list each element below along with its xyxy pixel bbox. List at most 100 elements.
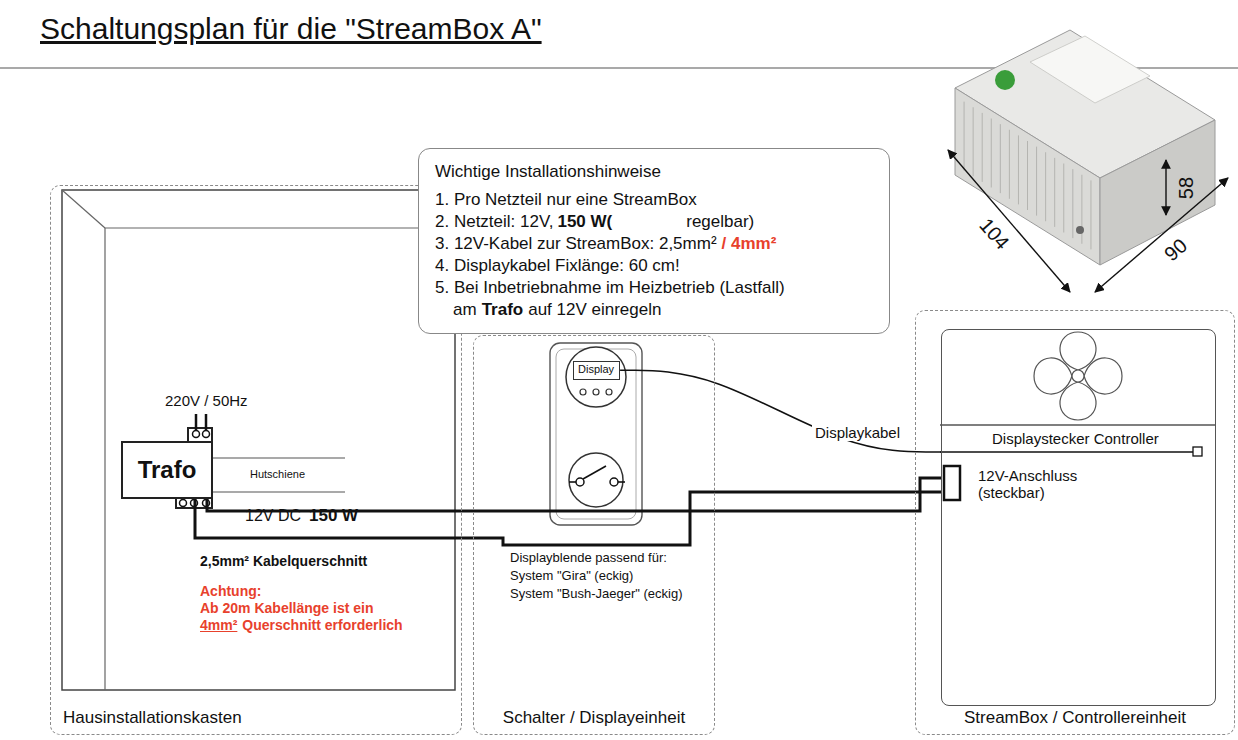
- page-title: Schaltungsplan für die "StreamBox A": [40, 12, 542, 46]
- note-line: am Trafoauf 12V einregeln: [435, 299, 875, 321]
- psu-sticker: [1030, 36, 1150, 103]
- mains-wire: [195, 414, 198, 432]
- note-text: 4. Displaykabel Fixlänge: 60 cm!: [435, 256, 680, 275]
- cabinet-outline: [62, 190, 455, 690]
- psu-side: [1100, 120, 1215, 265]
- psu-rib: [1090, 180, 1091, 249]
- switch-terminal: [576, 478, 584, 486]
- display-cable: [620, 370, 941, 452]
- dimension-label: 58: [1175, 177, 1198, 199]
- region-box: Schalter / Displayeinheit Display: [473, 335, 715, 735]
- note-text: / 4mm²: [722, 234, 777, 253]
- trafo-step: [188, 428, 212, 442]
- note-box: Wichtige Installationshinweise 1. Pro Net…: [418, 148, 890, 334]
- terminal: [193, 431, 200, 438]
- cabinet-inner: [105, 228, 455, 690]
- psu-rib: [1054, 158, 1055, 227]
- terminal: [203, 431, 210, 438]
- psu-rib: [1018, 135, 1019, 204]
- annotation: 12V DC: [245, 507, 301, 525]
- annotation: Ab 20m Kabellänge ist ein: [200, 600, 374, 616]
- psu-rib: [1072, 169, 1073, 238]
- power-wire: [195, 492, 941, 545]
- psu-rib: [991, 119, 992, 188]
- switch-lever: [583, 466, 606, 479]
- switch-contact: [569, 481, 576, 483]
- psu-rib: [1036, 147, 1037, 216]
- node-label: Trafo: [138, 456, 197, 484]
- cable-label: Displaykabel: [812, 424, 903, 441]
- dimension-arrow: [1165, 160, 1166, 215]
- controller-box: Displaystecker Controller 12V-Anschluss (…: [941, 329, 1216, 706]
- note-text: Trafo: [482, 300, 524, 319]
- note-line: 1. Pro Netzteil nur eine StreamBox: [435, 189, 875, 211]
- psu-rib: [973, 107, 974, 176]
- power-plug: [944, 466, 960, 500]
- display-box: Display: [573, 361, 620, 380]
- display-button: [593, 389, 599, 395]
- annotation: System "Gira" (eckig): [510, 569, 633, 584]
- region-box: StreamBox / ControllereinheitDisplaystec…: [915, 310, 1235, 735]
- psu-rib: [1045, 152, 1046, 221]
- node-label: 12V-Anschluss (steckbar): [978, 467, 1096, 502]
- note-text: 1. Pro Netzteil nur eine StreamBox: [435, 190, 697, 209]
- psu-rib: [982, 113, 983, 182]
- display-plug: [1193, 447, 1202, 456]
- fan-blade: [1084, 358, 1122, 394]
- note-text: 3. 12V-Kabel zur StreamBox: 2,5mm²: [435, 234, 717, 253]
- region-box: Hausinstallationskasten Trafo: [50, 185, 462, 735]
- annotation: 220V / 50Hz: [165, 392, 248, 409]
- node-label: StreamBox / Controllereinheit: [916, 708, 1234, 728]
- fan-hub: [1072, 370, 1084, 382]
- annotation: System "Bush-Jaeger" (eckig): [510, 587, 683, 602]
- annotation: Achtung:: [200, 583, 261, 599]
- note-text: 150 W(: [557, 212, 612, 231]
- dimension-label: 90: [1160, 234, 1192, 266]
- annotation: 150 W: [309, 506, 358, 526]
- note-text: 2. Netzteil: 12V,: [435, 212, 553, 231]
- display-button: [580, 389, 586, 395]
- switch-bezel: [569, 453, 623, 507]
- note-line: 4. Displaykabel Fixlänge: 60 cm!: [435, 255, 875, 277]
- note-text: regelbar): [686, 212, 754, 231]
- note-text: auf 12V einregeln: [528, 300, 661, 319]
- terminal: [180, 500, 187, 507]
- psu-rib: [964, 102, 965, 171]
- note-heading: Wichtige Installationshinweise: [435, 162, 661, 181]
- node-label: Display: [578, 363, 615, 376]
- switch-contact: [618, 481, 625, 483]
- annotation: 2,5mm² Kabelquerschnitt: [200, 553, 367, 569]
- annotation: Hutschiene: [250, 468, 305, 481]
- node-label: Hausinstallationskasten: [63, 708, 242, 728]
- power-supply-photo: [955, 30, 1215, 265]
- display-cable-inner: [940, 451, 1193, 453]
- note-text: 5. Bei Inbetriebnahme im Heizbetrieb (La…: [435, 278, 785, 297]
- fan-symbol: [1034, 332, 1122, 420]
- note-line: Wichtige Installationshinweise: [435, 161, 875, 183]
- note-line: 5. Bei Inbetriebnahme im Heizbetrieb (La…: [435, 277, 875, 299]
- psu-led: [1076, 226, 1084, 234]
- dimension-arrow: [1095, 178, 1228, 292]
- node-label: Displaystecker Controller: [992, 430, 1159, 447]
- display-button: [606, 389, 612, 395]
- psu-front: [955, 88, 1100, 265]
- din-rail: [212, 457, 345, 458]
- din-rail: [212, 491, 345, 492]
- node-label: Schalter / Displayeinheit: [474, 708, 714, 728]
- switch-terminal: [610, 478, 618, 486]
- psu-logo: [995, 70, 1015, 90]
- psu-rib: [1063, 164, 1064, 233]
- note-text: am: [453, 300, 477, 319]
- psu-rib: [1000, 124, 1001, 193]
- psu-rib: [1009, 130, 1010, 199]
- annotation: Querschnitt erforderlich: [242, 617, 402, 633]
- display-bezel: [566, 347, 626, 407]
- dimension-arrow: [948, 150, 1070, 292]
- annotation: Displayblende passend für:: [510, 551, 667, 566]
- cabinet-edge: [62, 190, 105, 228]
- transformer-box: Trafo: [121, 441, 213, 499]
- note-line: 2. Netzteil: 12V,150 W( regelbar): [435, 211, 875, 233]
- note-line: 3. 12V-Kabel zur StreamBox: 2,5mm² / 4mm²: [435, 233, 875, 255]
- psu-rib: [1027, 141, 1028, 210]
